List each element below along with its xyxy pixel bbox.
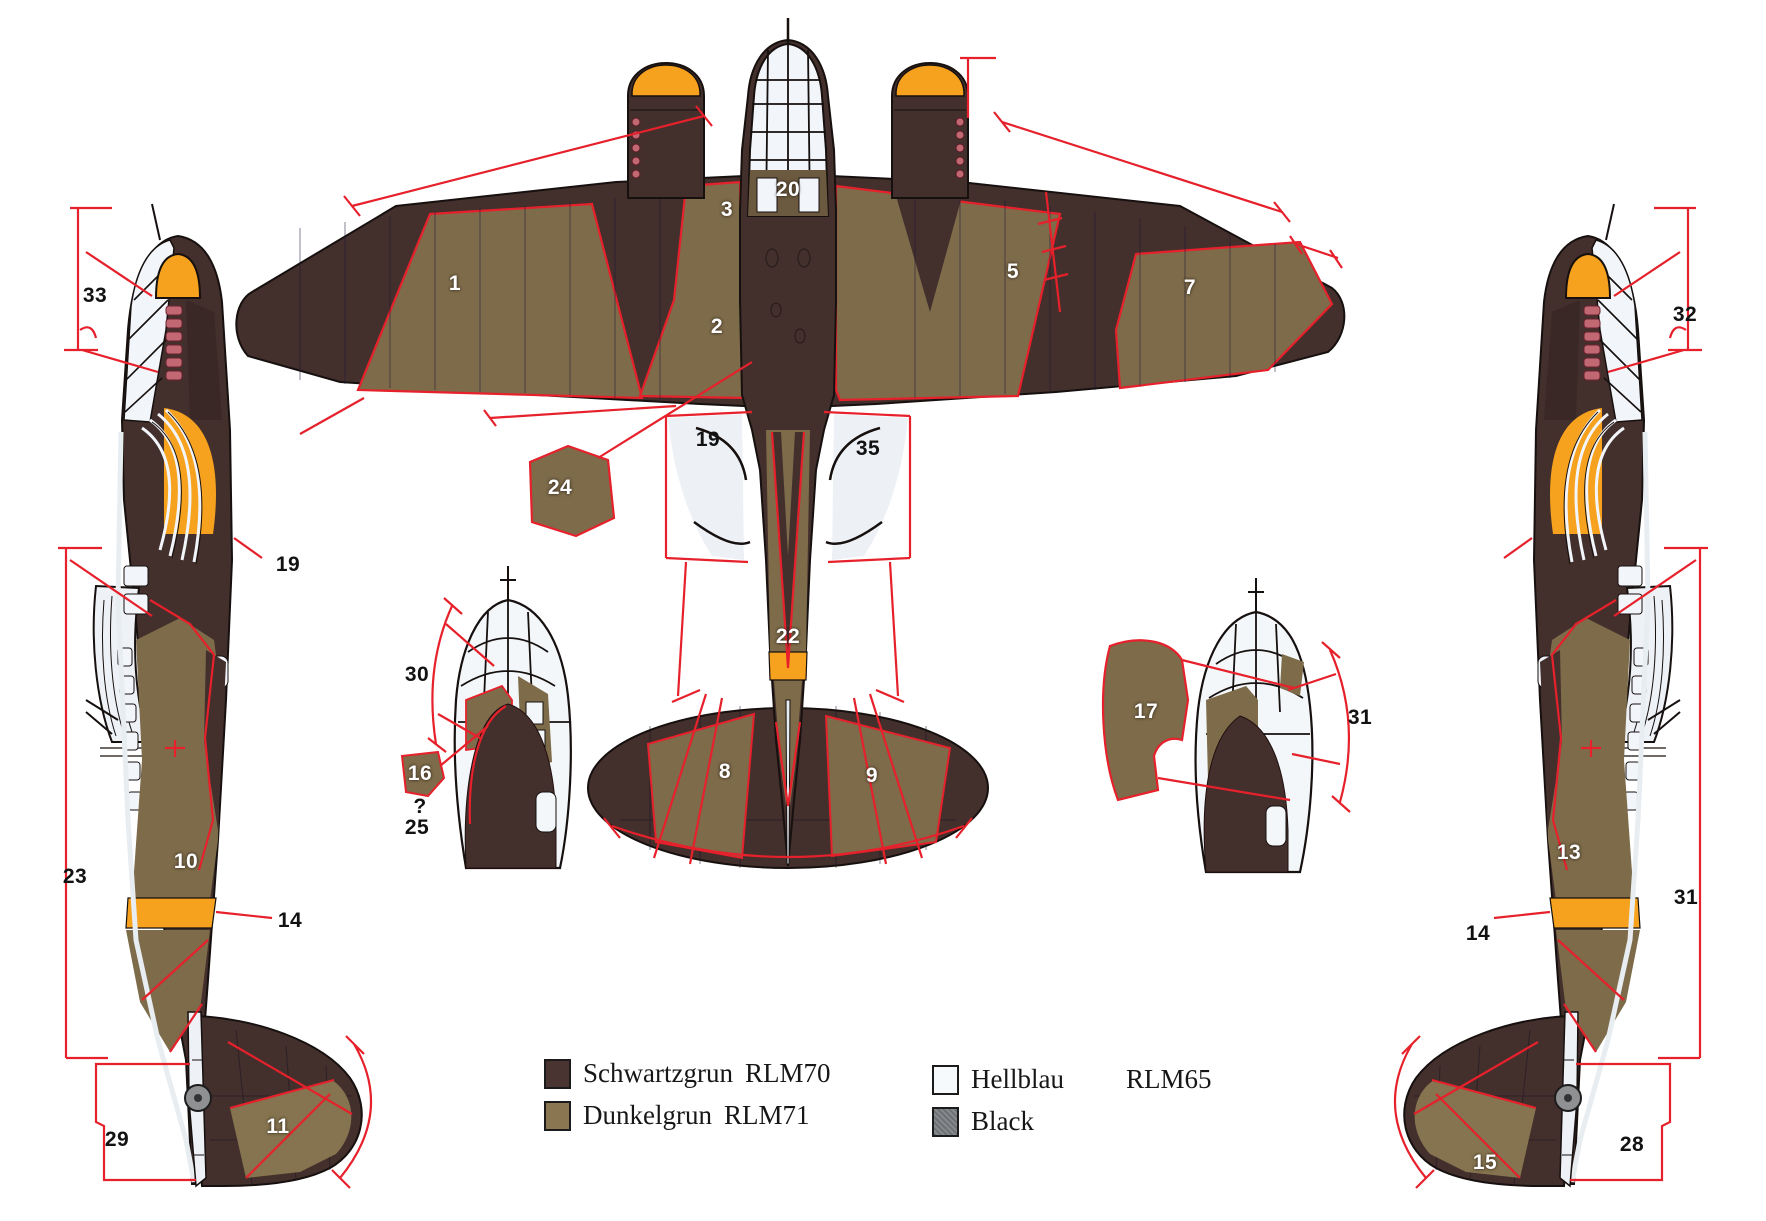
- legend-code-rlm70: RLM70: [744, 1058, 831, 1088]
- callout-right-zone-13: 13: [1556, 841, 1582, 864]
- callout-detail-zone-25: 25: [404, 816, 430, 839]
- callout-detail-zone-31: 31: [1347, 706, 1373, 729]
- callout-left-zone-11: 11: [266, 1115, 290, 1138]
- callout-right-zone-28: 28: [1619, 1133, 1645, 1156]
- callout-right-zone-31: 31: [1673, 886, 1699, 909]
- callout-right-zone-15: 15: [1472, 1151, 1498, 1174]
- nose-detail-left: [400, 566, 572, 870]
- legend-swatch-rlm70: [544, 1058, 571, 1089]
- callout-left-zone-10: 10: [173, 850, 199, 873]
- callout-top-zone-20: 20: [775, 178, 801, 201]
- nose-detail-right: [1101, 578, 1351, 874]
- legend-name-schwartzgrun: Schwartzgrun: [583, 1058, 733, 1088]
- legend-code-rlm71: RLM71: [723, 1100, 810, 1130]
- legend-row-black: Black: [932, 1106, 1126, 1137]
- callout-top-zone-9: 9: [865, 764, 879, 787]
- callout-top-zone-22: 22: [775, 625, 801, 648]
- callout-detail-question-mark: ?: [413, 795, 427, 818]
- legend-name-black: Black: [971, 1106, 1034, 1136]
- callout-left-zone-33: 33: [82, 284, 108, 307]
- legend-code-rlm65: RLM65: [1126, 1064, 1212, 1094]
- legend-row-rlm65: Hellblau RLM65: [932, 1064, 1212, 1095]
- legend-swatch-rlm65: [932, 1064, 959, 1095]
- callout-left-zone-14: 14: [277, 909, 303, 932]
- callout-top-zone-24: 24: [547, 476, 573, 499]
- callout-left-zone-23: 23: [62, 865, 88, 888]
- callout-left-zone-19: 19: [275, 553, 301, 576]
- callout-detail-zone-30: 30: [404, 663, 430, 686]
- legend-swatch-rlm71: [544, 1100, 571, 1131]
- callout-top-zone-1: 1: [448, 272, 462, 295]
- callout-top-zone-7: 7: [1183, 276, 1197, 299]
- top-plan-view: [235, 18, 1346, 869]
- callout-right-zone-32: 32: [1672, 303, 1698, 326]
- callout-top-zone-5: 5: [1006, 260, 1020, 283]
- callout-top-zone-3: 3: [720, 198, 734, 221]
- legend-name-dunkelgrun: Dunkelgrun: [583, 1100, 712, 1130]
- callout-detail-zone-16: 16: [407, 762, 433, 785]
- right-profile-view: [1395, 204, 1708, 1188]
- callout-top-zone-2: 2: [710, 315, 724, 338]
- callout-top-zone-19: 19: [695, 428, 721, 451]
- legend-name-hellblau: Hellblau: [971, 1064, 1064, 1094]
- legend-row-rlm70: Schwartzgrun RLM70: [544, 1058, 830, 1089]
- callout-detail-zone-17: 17: [1133, 700, 1159, 723]
- legend-swatch-black: [932, 1106, 959, 1137]
- callout-top-zone-8: 8: [718, 760, 732, 783]
- callout-top-zone-35: 35: [855, 437, 881, 460]
- callout-left-zone-29: 29: [104, 1128, 130, 1151]
- legend-row-rlm71: Dunkelgrun RLM71: [544, 1100, 810, 1131]
- callout-right-zone-14: 14: [1465, 922, 1491, 945]
